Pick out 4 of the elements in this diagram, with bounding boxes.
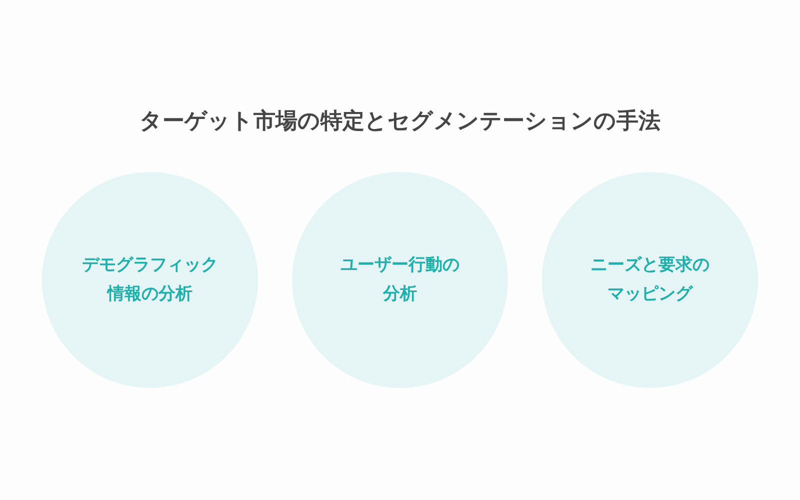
diagram-title: ターゲット市場の特定とセグメンテーションの手法 (140, 108, 660, 136)
circle-label: デモグラフィック情報の分析 (81, 254, 219, 306)
circle-label: ニーズと要求のマッピング (590, 254, 710, 306)
circle-label: ユーザー行動の分析 (340, 254, 460, 306)
